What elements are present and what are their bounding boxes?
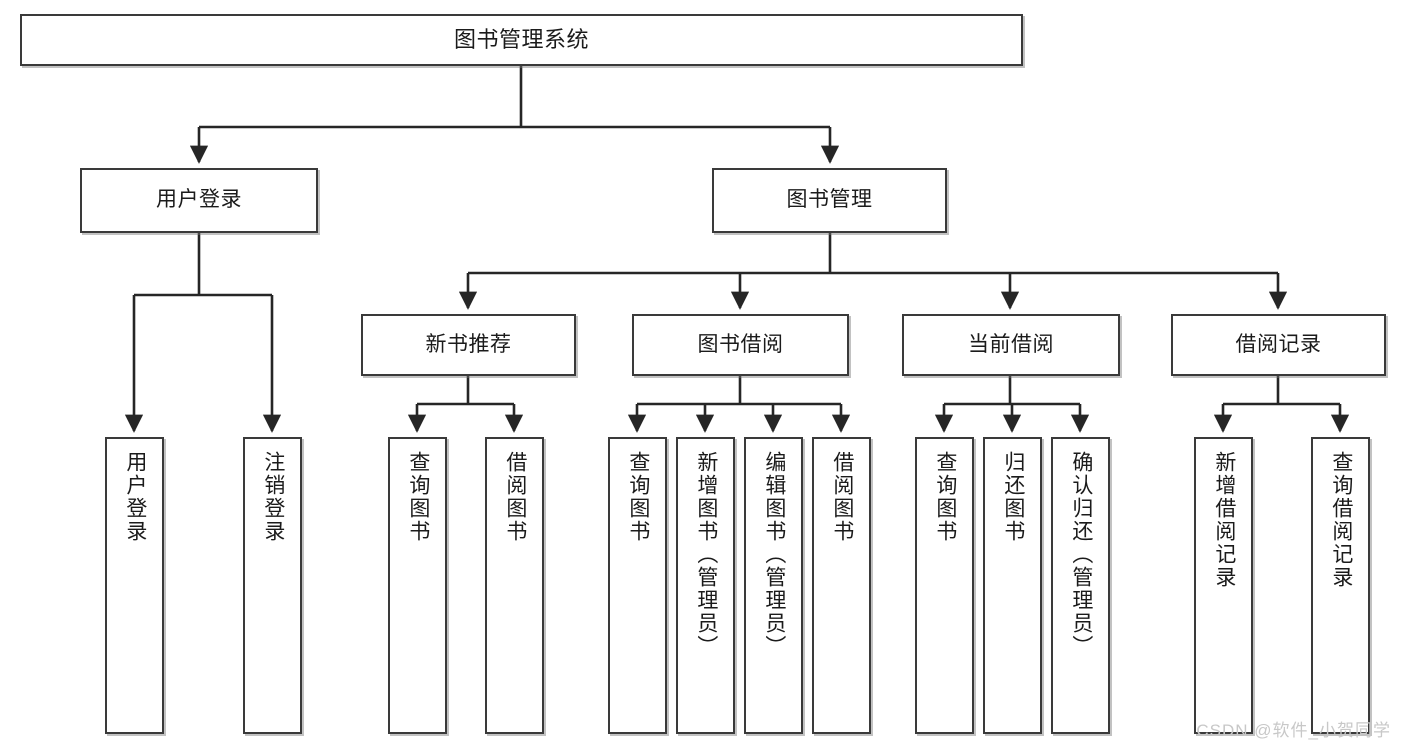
node-book-borrow-label: 图书借阅 xyxy=(697,332,784,356)
node-leaf-query-book-2[interactable]: 查询图书 xyxy=(608,437,667,734)
node-leaf-query-book-1[interactable]: 查询图书 xyxy=(388,437,447,734)
node-leaf-add-record[interactable]: 新增借阅记录 xyxy=(1194,437,1253,734)
node-root-label: 图书管理系统 xyxy=(453,27,589,53)
node-leaf-borrow-book-1-label: 借阅图书 xyxy=(503,451,527,543)
node-book-manage-label: 图书管理 xyxy=(786,188,873,212)
node-leaf-query-book-1-label: 查询图书 xyxy=(406,451,430,543)
node-leaf-return-book-label: 归还图书 xyxy=(1001,451,1025,543)
node-leaf-edit-book-label: 编辑图书（管理员） xyxy=(762,451,786,658)
node-leaf-query-book-3[interactable]: 查询图书 xyxy=(915,437,974,734)
node-new-book-rec[interactable]: 新书推荐 xyxy=(361,314,576,376)
node-leaf-query-record[interactable]: 查询借阅记录 xyxy=(1311,437,1370,734)
node-leaf-query-book-2-label: 查询图书 xyxy=(626,451,650,543)
node-leaf-borrow-book-1[interactable]: 借阅图书 xyxy=(485,437,544,734)
node-borrow-record-label: 借阅记录 xyxy=(1235,332,1322,356)
node-leaf-query-record-label: 查询借阅记录 xyxy=(1329,451,1353,589)
node-user-login[interactable]: 用户登录 xyxy=(80,168,318,233)
node-leaf-logout[interactable]: 注销登录 xyxy=(243,437,302,734)
node-leaf-add-record-label: 新增借阅记录 xyxy=(1212,451,1236,589)
node-leaf-borrow-book-2[interactable]: 借阅图书 xyxy=(812,437,871,734)
node-leaf-borrow-book-2-label: 借阅图书 xyxy=(830,451,854,543)
node-borrow-record[interactable]: 借阅记录 xyxy=(1171,314,1386,376)
node-current-borrow-label: 当前借阅 xyxy=(968,332,1054,356)
watermark: CSDN @软件_小贺同学 xyxy=(1196,721,1391,740)
node-leaf-return-book[interactable]: 归还图书 xyxy=(983,437,1042,734)
node-user-login-label: 用户登录 xyxy=(156,188,242,212)
node-current-borrow[interactable]: 当前借阅 xyxy=(902,314,1120,376)
node-leaf-edit-book[interactable]: 编辑图书（管理员） xyxy=(744,437,803,734)
node-new-book-rec-label: 新书推荐 xyxy=(425,332,512,356)
node-leaf-add-book[interactable]: 新增图书（管理员） xyxy=(676,437,735,734)
node-leaf-user-login-label: 用户登录 xyxy=(123,451,147,543)
node-book-manage[interactable]: 图书管理 xyxy=(712,168,947,233)
node-book-borrow[interactable]: 图书借阅 xyxy=(632,314,849,376)
node-leaf-query-book-3-label: 查询图书 xyxy=(933,451,957,543)
node-leaf-logout-label: 注销登录 xyxy=(261,451,285,543)
node-leaf-user-login[interactable]: 用户登录 xyxy=(105,437,164,734)
node-leaf-confirm-return-label: 确认归还（管理员） xyxy=(1069,451,1093,658)
node-leaf-confirm-return[interactable]: 确认归还（管理员） xyxy=(1051,437,1110,734)
node-root[interactable]: 图书管理系统 xyxy=(20,14,1023,66)
node-leaf-add-book-label: 新增图书（管理员） xyxy=(694,451,718,658)
